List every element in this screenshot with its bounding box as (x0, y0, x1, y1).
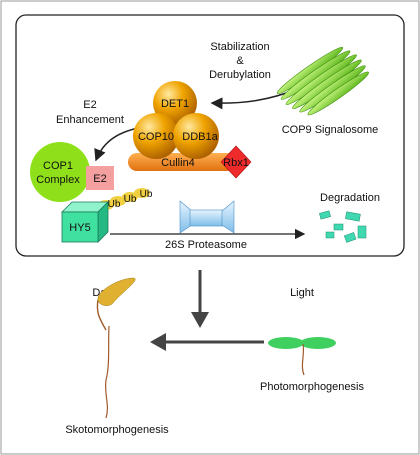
ub-4: Ub (124, 194, 137, 205)
photomorphogenesis-label: Photomorphogenesis (260, 381, 364, 393)
ub-3: Ub (108, 199, 121, 210)
derubylation-label: Derubylation (209, 69, 271, 81)
ub-5: Ub (140, 189, 153, 200)
cop1-label: COP1 (43, 160, 73, 172)
rbx1-label: Rbx1 (223, 157, 249, 169)
cop9-signalosome-label: COP9 Signalosome (282, 124, 379, 136)
cop9-signalosome-icon (276, 46, 369, 116)
down-arrow-head (191, 312, 209, 328)
det1-label: DET1 (161, 98, 189, 110)
stabilization-label: Stabilization (210, 41, 269, 53)
ampersand-label: & (236, 55, 244, 67)
left-arrow-head (150, 333, 166, 351)
hy5-cube (61, 201, 109, 243)
ddb1a-label: DDB1a (182, 131, 218, 143)
proteasome-label: 26S Proteasome (165, 239, 247, 251)
ddb1a-sphere (173, 113, 219, 159)
cop10-sphere (133, 113, 179, 159)
degraded-fragments (319, 210, 367, 243)
cop10-label: COP10 (138, 131, 174, 143)
etiolated-seedling-icon (96, 277, 136, 419)
e2-enhancement-label-line2: Enhancement (56, 114, 124, 126)
det1-sphere (153, 81, 197, 125)
light-label: Light (290, 287, 314, 299)
complex-to-e2-arrow (94, 127, 139, 162)
skotomorphogenesis-label: Skotomorphogenesis (65, 424, 169, 436)
complex-label: Complex (36, 174, 80, 186)
e2-enhancement-label-line1: E2 (83, 99, 96, 111)
de-etiolated-seedling-icon (268, 337, 336, 376)
rbx1-diamond (220, 145, 252, 179)
inner-panel (15, 14, 405, 257)
e2-box (86, 166, 114, 190)
e2-label: E2 (93, 173, 106, 185)
degradation-label: Degradation (320, 192, 380, 204)
cop1-complex-circle (30, 142, 90, 202)
cullin4-label: Cullin4 (161, 157, 195, 169)
proteasome-icon (179, 200, 235, 234)
hy5-label: HY5 (69, 222, 90, 234)
